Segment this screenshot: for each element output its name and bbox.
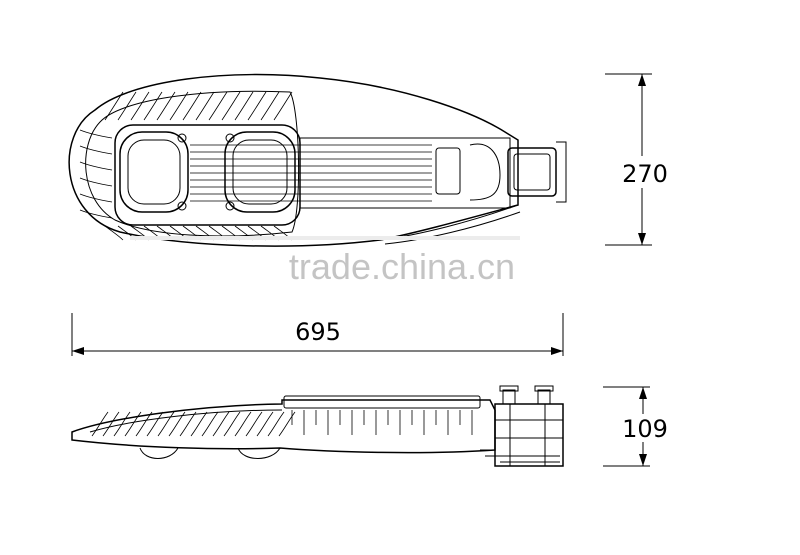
dimension-label-background <box>620 156 668 188</box>
dimension-length: 695 <box>71 313 564 356</box>
cooling-fin <box>179 411 197 437</box>
top-view-fin-boundary <box>85 90 300 237</box>
cooling-fin <box>234 91 254 121</box>
cooling-fin <box>135 411 153 437</box>
dimension-label-background <box>620 414 668 442</box>
cooling-fin <box>169 91 189 121</box>
connector-right <box>537 389 551 405</box>
driver-body-ribs <box>190 144 432 202</box>
mounting-arm-curve <box>469 143 501 201</box>
housing-tail-edge <box>384 211 521 245</box>
cooling-fin <box>130 91 150 121</box>
cooling-fin <box>273 91 293 121</box>
dimension-length-label: 695 <box>295 318 341 346</box>
cooling-fin <box>267 411 285 437</box>
led-lens-left <box>119 131 189 213</box>
cooling-fin <box>124 411 142 437</box>
cooling-fin <box>182 91 202 121</box>
watermark-text: trade.china.cn <box>289 246 515 287</box>
cooling-fin <box>104 225 124 241</box>
cooling-fin <box>113 411 131 437</box>
cooling-fin <box>221 91 241 121</box>
pole-socket-clamp <box>556 141 567 203</box>
watermark: trade.china.cn <box>130 236 520 287</box>
cooling-fin <box>79 145 113 155</box>
connector-left-cap <box>499 385 519 392</box>
top-hatch <box>283 395 481 409</box>
dimension-width-label: 270 <box>622 160 668 188</box>
cooling-fin <box>168 411 186 437</box>
led-lens-right-inner <box>232 139 288 205</box>
cooling-fin <box>143 91 163 121</box>
arrow-left-icon <box>72 347 84 355</box>
watermark-band <box>130 236 520 240</box>
cooling-fin <box>208 91 228 121</box>
cooling-fin <box>278 411 296 437</box>
led-lens-bump-left <box>139 447 179 459</box>
cooling-fin <box>256 411 274 437</box>
cooling-fin <box>91 411 109 437</box>
connector-left <box>502 389 516 405</box>
dimension-width: 270 <box>605 73 668 246</box>
cooling-fin <box>79 161 113 171</box>
side-view-body-ribs <box>291 410 473 435</box>
cooling-fin <box>156 91 176 121</box>
screw-icon <box>225 201 235 211</box>
arrow-up-icon <box>638 74 646 86</box>
pole-socket <box>507 147 557 197</box>
dimension-height-label: 109 <box>622 415 668 443</box>
cooling-fin <box>223 411 241 437</box>
cooling-fin <box>104 91 124 121</box>
pole-socket-inner <box>513 153 551 191</box>
screw-icon <box>177 201 187 211</box>
led-lens-right <box>224 131 296 213</box>
cooling-fin <box>117 91 137 121</box>
cooling-fin <box>79 177 113 187</box>
cooling-fin <box>247 91 267 121</box>
cooling-fin <box>190 411 208 437</box>
cooling-fin <box>234 411 252 437</box>
cooling-fin <box>212 411 230 437</box>
led-lens-left-inner <box>127 139 181 205</box>
dimension-height: 109 <box>603 386 668 467</box>
driver-compartment <box>435 147 461 195</box>
cooling-fin <box>245 411 263 437</box>
side-view <box>71 385 564 467</box>
cooling-fin <box>260 91 280 121</box>
side-pole-socket <box>494 403 564 467</box>
top-view <box>68 73 567 247</box>
screw-icon <box>225 133 235 143</box>
side-view-cooling-fins <box>91 411 296 437</box>
cooling-fin <box>79 129 113 139</box>
arrow-right-icon <box>551 347 563 355</box>
screw-icon <box>177 133 187 143</box>
top-view-housing-outline <box>68 73 519 247</box>
socket-base <box>480 449 560 463</box>
connector-right-cap <box>534 385 554 392</box>
cooling-fin <box>157 411 175 437</box>
arrow-down-icon <box>638 233 646 245</box>
led-lens-bump-right <box>237 447 281 459</box>
arrow-up-icon <box>639 387 647 399</box>
cooling-fin <box>146 411 164 437</box>
cooling-fin <box>102 411 120 437</box>
side-view-top-edge <box>89 409 283 433</box>
arrow-down-icon <box>639 454 647 466</box>
cooling-fin <box>195 91 215 121</box>
cooling-fin <box>201 411 219 437</box>
side-view-housing-outline <box>71 399 496 454</box>
cooling-fin <box>79 193 113 203</box>
cooling-fin <box>79 209 113 219</box>
